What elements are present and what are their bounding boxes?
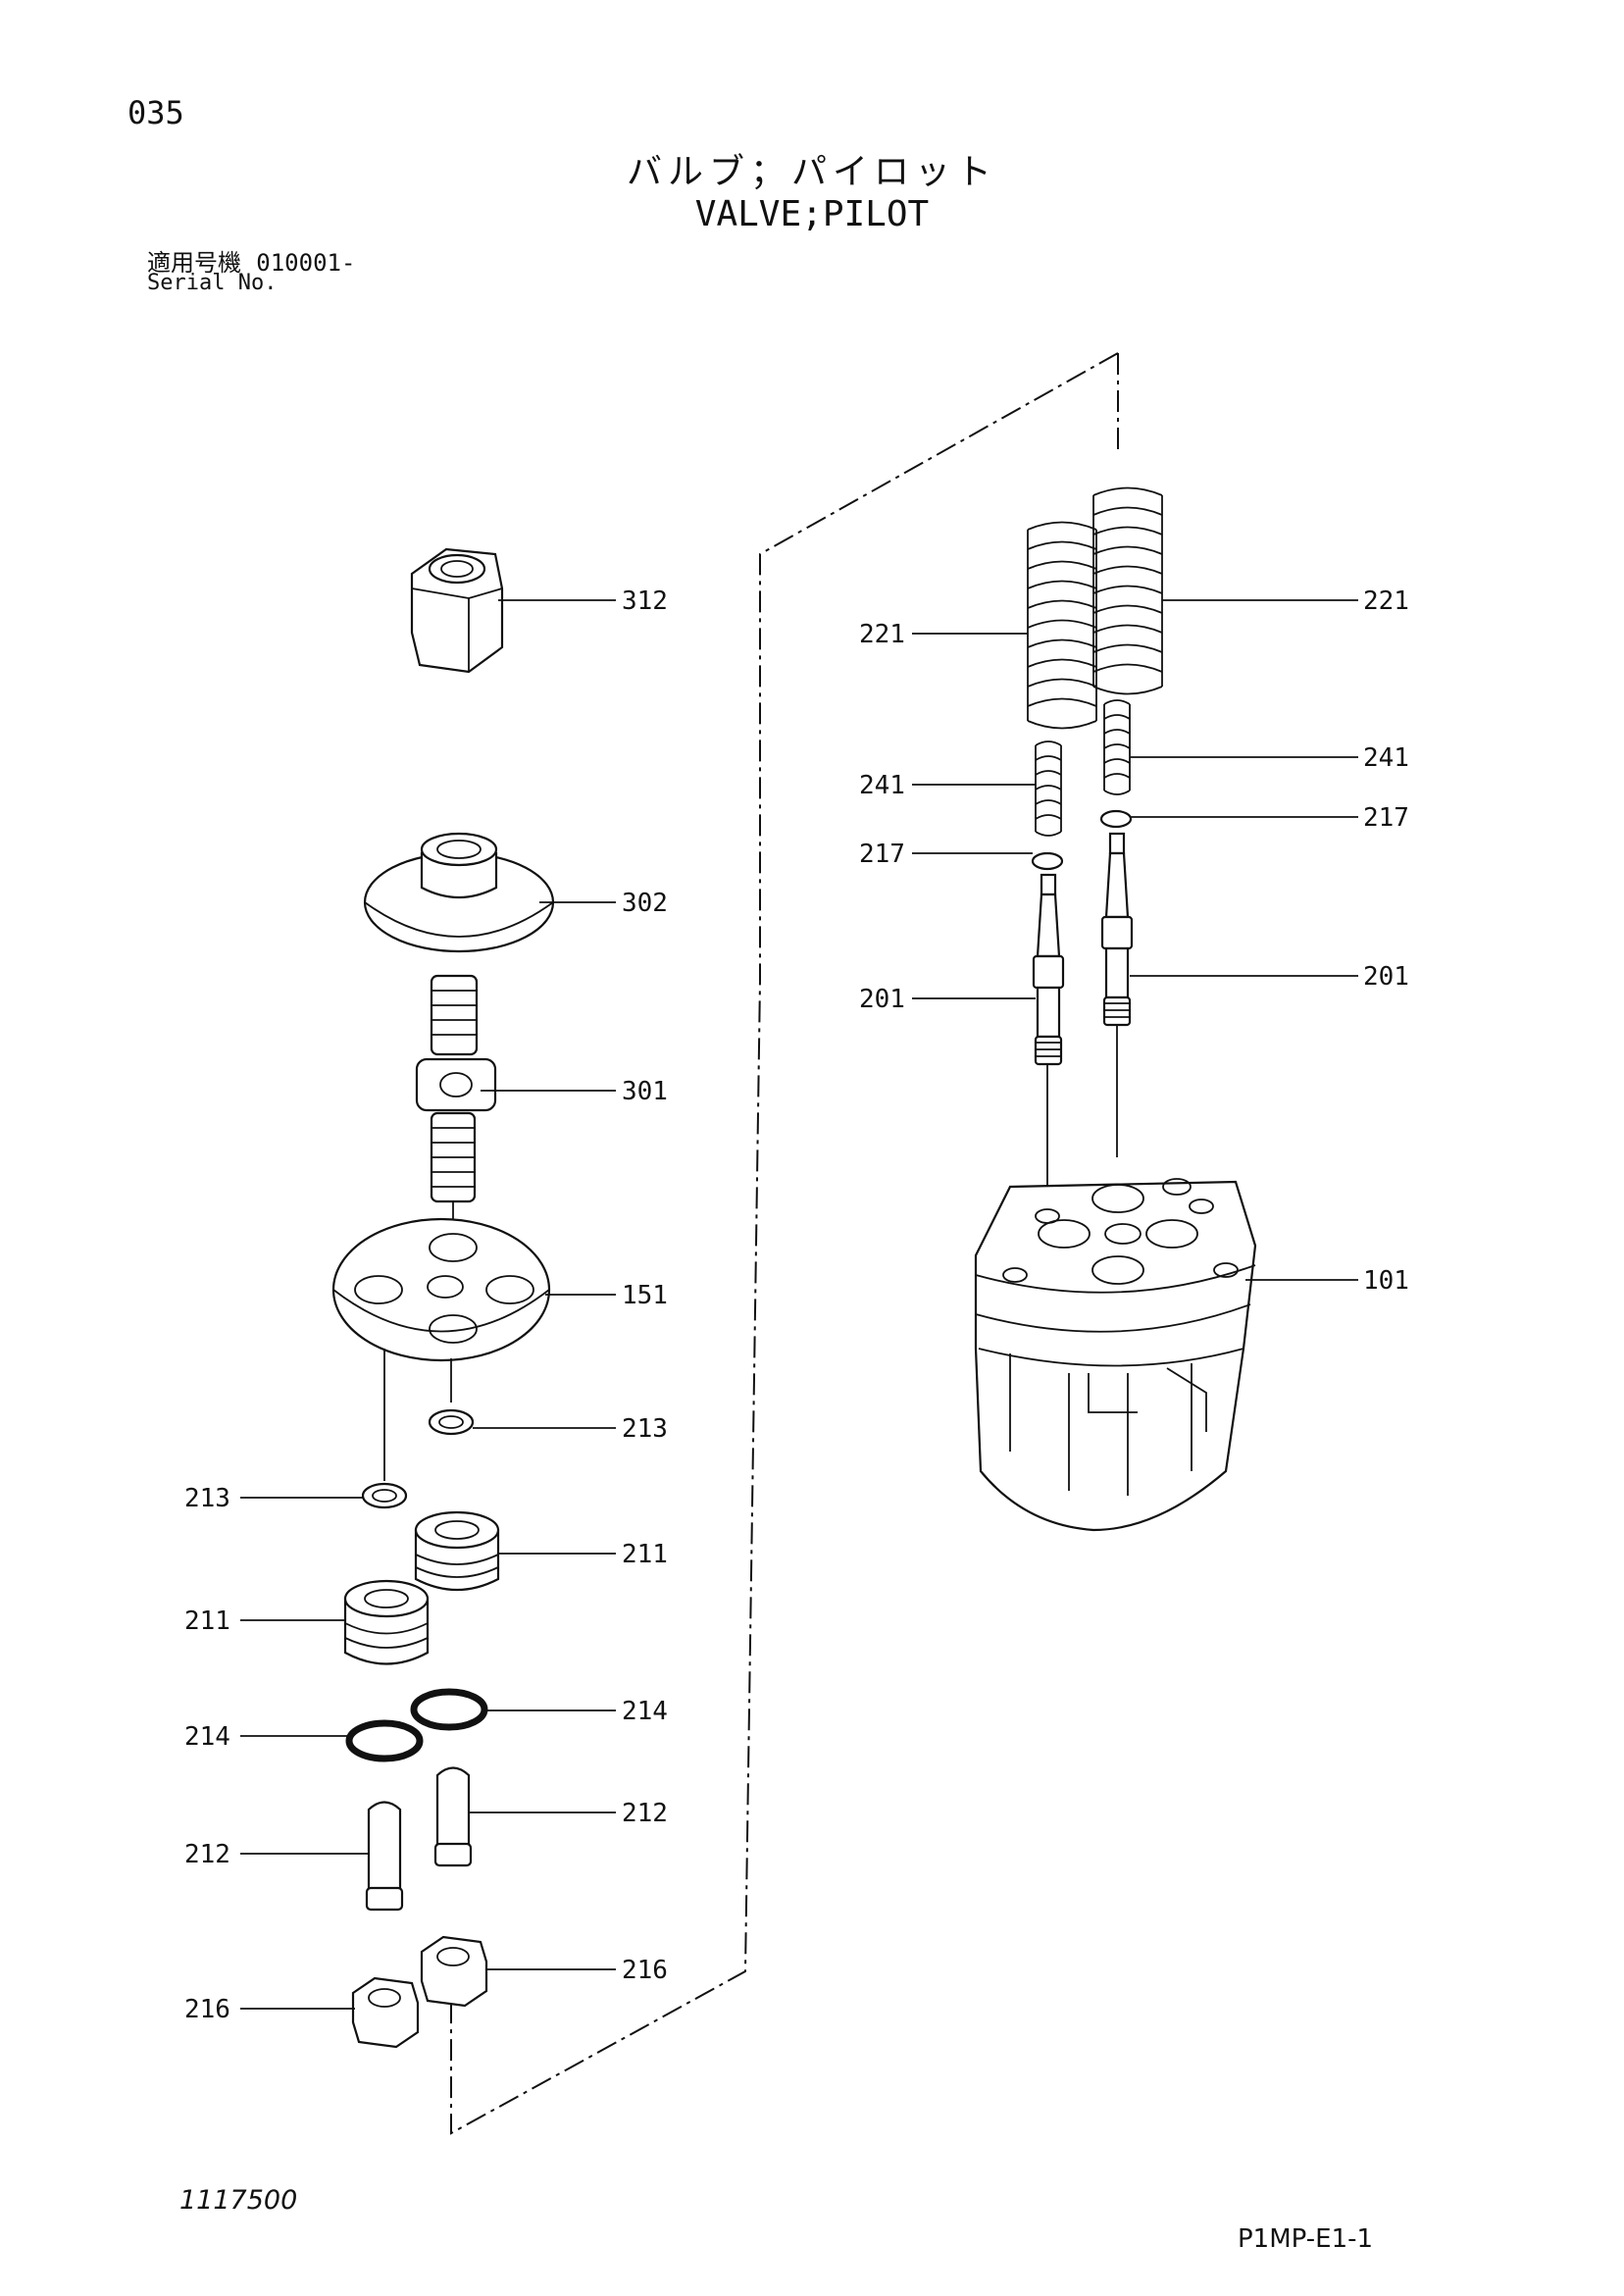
title-japanese: バルブ；パイロット <box>626 152 997 192</box>
callout-221-right: 221 <box>1363 587 1409 616</box>
callout-221-left: 221 <box>859 620 905 649</box>
part-241-spring-left <box>1035 740 1062 837</box>
serial-label-en: Serial No. <box>147 271 278 295</box>
part-213-ring-right <box>428 1408 475 1436</box>
part-312-hex-nut <box>410 547 504 674</box>
page-number: 035 <box>127 94 184 131</box>
callout-217-left: 217 <box>859 840 905 869</box>
part-211-fitting-left <box>343 1579 430 1665</box>
part-211-fitting-right <box>414 1510 500 1592</box>
callout-216-left: 216 <box>184 1995 230 2024</box>
callout-213-left: 213 <box>184 1484 230 1513</box>
reference-number: 1117500 <box>179 2185 298 2216</box>
callout-241-left: 241 <box>859 771 905 800</box>
callout-101: 101 <box>1363 1266 1409 1296</box>
part-214-oring-right <box>410 1688 488 1731</box>
callout-241-right: 241 <box>1363 743 1409 773</box>
part-151-plate <box>331 1217 551 1481</box>
part-216-nut-right <box>420 1935 488 2008</box>
serial-label-jp: 適用号機 <box>147 249 241 277</box>
part-212-pin-left <box>365 1801 404 1912</box>
callout-217-right: 217 <box>1363 803 1409 833</box>
callout-151: 151 <box>622 1281 668 1310</box>
callout-212-right: 212 <box>622 1799 668 1828</box>
dash-dot-connector <box>450 352 1119 2135</box>
part-301-joint <box>415 974 497 1231</box>
title-english: VALVE;PILOT <box>694 194 930 234</box>
part-302-disc-plate <box>363 832 555 953</box>
serial-value: 010001- <box>256 249 356 277</box>
callout-201-left: 201 <box>859 985 905 1014</box>
part-101-casing <box>974 1178 1257 1532</box>
callout-216-right: 216 <box>622 1956 668 1985</box>
callout-214-left: 214 <box>184 1722 230 1752</box>
part-217-ring-left <box>1031 851 1064 871</box>
part-217-ring-right <box>1099 809 1133 829</box>
callout-212-left: 212 <box>184 1840 230 1869</box>
callout-211-right: 211 <box>622 1540 668 1569</box>
part-213-ring-left <box>361 1482 408 1509</box>
part-214-oring-left <box>345 1719 424 1762</box>
callout-312: 312 <box>622 587 668 616</box>
callout-214-right: 214 <box>622 1697 668 1726</box>
serial-info: 適用号機 010001- <box>147 243 355 278</box>
callout-302: 302 <box>622 889 668 918</box>
part-241-spring-right <box>1103 699 1131 795</box>
part-221-spring-left <box>1027 521 1097 730</box>
part-201-spool-left <box>1032 873 1065 1192</box>
part-212-pin-right <box>433 1766 473 1867</box>
callout-301: 301 <box>622 1077 668 1106</box>
part-216-nut-left <box>351 1976 420 2049</box>
callout-201-right: 201 <box>1363 962 1409 992</box>
callout-213-right: 213 <box>622 1414 668 1444</box>
part-221-spring-right <box>1092 486 1163 695</box>
part-201-spool-right <box>1100 832 1134 1157</box>
callout-211-left: 211 <box>184 1607 230 1636</box>
diagram-code: P1MP-E1-1 <box>1238 2224 1374 2254</box>
